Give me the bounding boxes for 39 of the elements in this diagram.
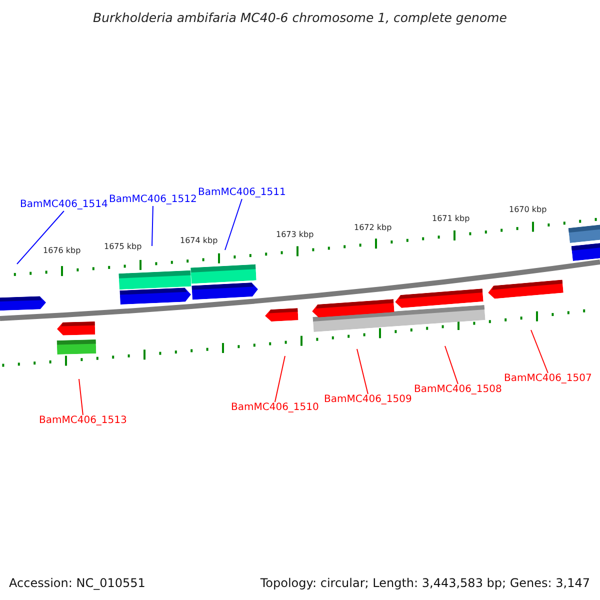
scale-label: 1673 kbp bbox=[276, 230, 314, 240]
feature-bar bbox=[56, 340, 96, 354]
gene-symbol bbox=[394, 288, 484, 308]
gene-label: BamMC406_1513 bbox=[39, 415, 127, 427]
feature-bar bbox=[190, 264, 256, 284]
gene-symbol bbox=[120, 287, 192, 305]
leader-line bbox=[78, 378, 84, 416]
gene-symbol bbox=[488, 280, 564, 300]
leader-line bbox=[356, 348, 368, 394]
leader-line bbox=[530, 330, 548, 374]
gene-symbol bbox=[264, 308, 298, 322]
footer-text: Topology: circular; Length: 3,443,583 bp; Genes: 3,147 bbox=[260, 575, 590, 592]
scale-label: 1672 kbp bbox=[354, 223, 392, 233]
feature-bar bbox=[568, 224, 600, 244]
gene-symbol bbox=[0, 296, 46, 311]
feature-bar bbox=[118, 270, 192, 290]
scale-label: 1675 kbp bbox=[104, 242, 142, 252]
gene-symbol bbox=[312, 299, 394, 318]
gene-symbol bbox=[56, 322, 96, 336]
gene-label: BamMC406_1514 bbox=[20, 199, 108, 211]
gene-label: BamMC406_1508 bbox=[414, 384, 502, 396]
leader-line bbox=[16, 210, 64, 264]
leader-line bbox=[274, 356, 286, 402]
feature-bar bbox=[571, 242, 600, 262]
gene-label: BamMC406_1512 bbox=[109, 194, 197, 206]
footer-text: Accession: NC_010551 bbox=[9, 575, 146, 592]
scale-label: 1676 kbp bbox=[43, 246, 81, 256]
gene-label: BamMC406_1507 bbox=[504, 373, 592, 385]
gene-label: BamMC406_1510 bbox=[231, 402, 319, 414]
gene-label: BamMC406_1511 bbox=[198, 187, 286, 199]
title: Burkholderia ambifaria MC40-6 chromosome 1, complete genome bbox=[92, 9, 508, 27]
scale-label: 1671 kbp bbox=[432, 214, 470, 224]
leader-line bbox=[224, 198, 242, 250]
scale-label: 1670 kbp bbox=[509, 205, 547, 215]
gene-label: BamMC406_1509 bbox=[324, 394, 412, 406]
scale-label: 1674 kbp bbox=[180, 236, 218, 246]
leader-line bbox=[444, 346, 458, 384]
gene-symbol bbox=[192, 282, 258, 300]
leader-line bbox=[152, 206, 154, 246]
